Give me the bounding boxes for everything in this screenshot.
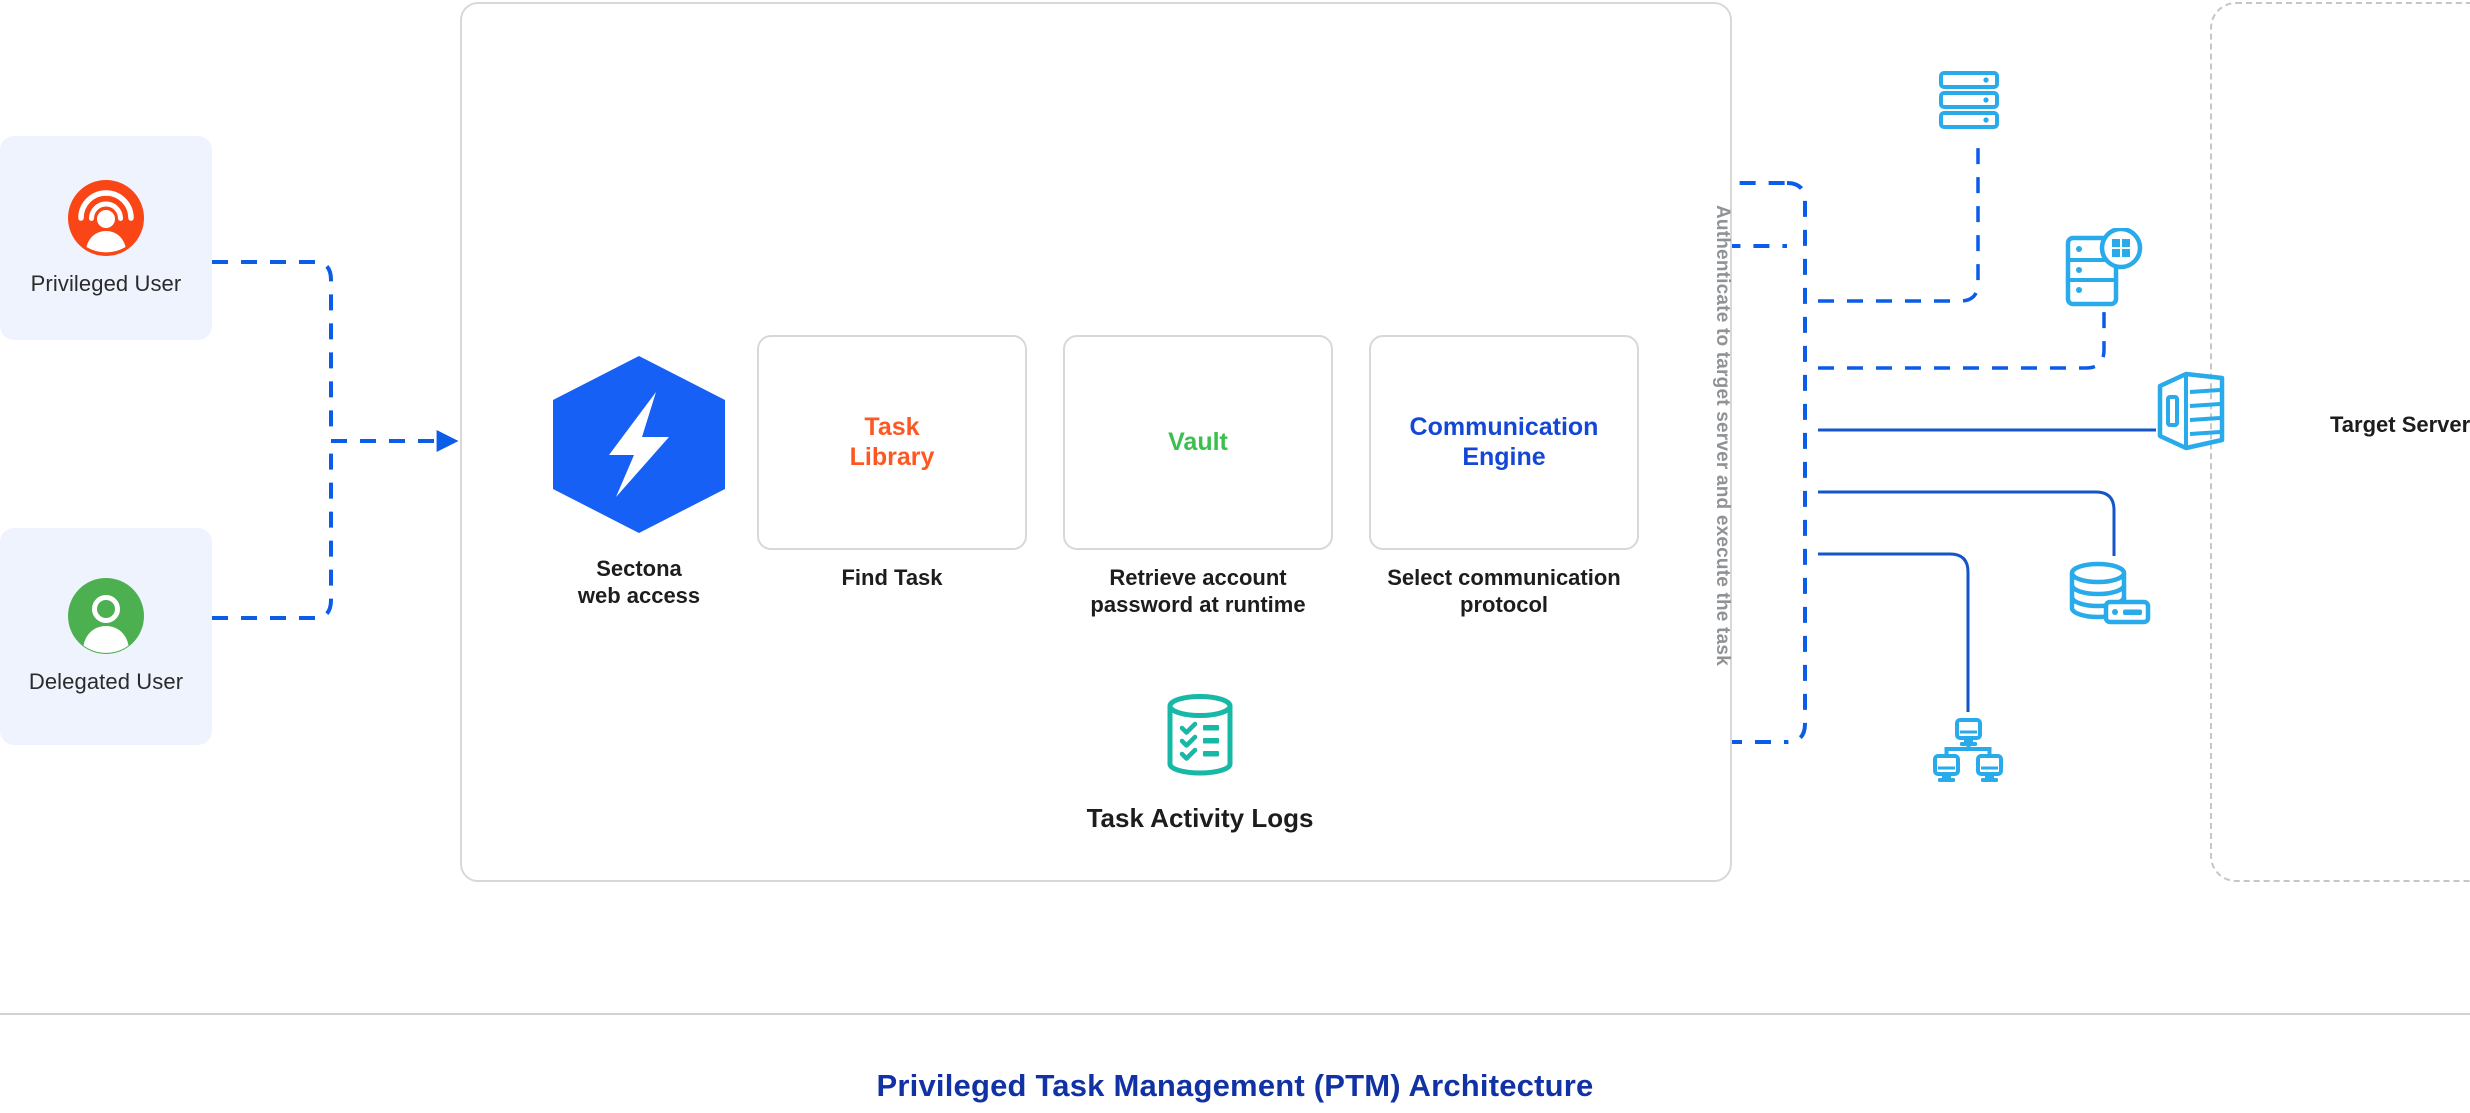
vault-caption-line2: password at runtime bbox=[1090, 591, 1306, 617]
comm-engine-caption-line1: Select communication bbox=[1387, 565, 1621, 590]
communication-engine-title: Communication Engine bbox=[1410, 413, 1599, 472]
sectona-label-line2: web access bbox=[577, 582, 701, 608]
authenticate-pipe-label: Authenticate to target server and execut… bbox=[1712, 205, 1733, 666]
figure-title: Privileged Task Management (PTM) Archite… bbox=[876, 1068, 1594, 1103]
sectona-entry-label: Sectona web access bbox=[545, 556, 733, 610]
database-server-icon bbox=[2068, 560, 2152, 626]
privileged-user-label: Privileged User bbox=[30, 270, 182, 296]
vault-caption-line1: Retrieve account bbox=[1109, 565, 1287, 590]
link-pipe-to-database bbox=[1818, 490, 2116, 556]
flow-privileged-to-bus bbox=[212, 260, 333, 432]
target-server-label: Target Server bbox=[2330, 412, 2470, 437]
step-box-task-library[interactable]: Task Library bbox=[757, 335, 1027, 550]
comm-engine-title-line1: Communication bbox=[1409, 413, 1599, 441]
delegated-user-label: Delegated User bbox=[28, 669, 184, 695]
link-pipe-to-windows bbox=[1818, 312, 2106, 370]
task-activity-logs-label: Task Activity Logs bbox=[1086, 803, 1314, 833]
activity-log-database-icon bbox=[1164, 694, 1236, 782]
auth-pipe bbox=[1786, 181, 1807, 744]
task-library-title: Task Library bbox=[850, 413, 935, 472]
bottom-divider bbox=[0, 1013, 2470, 1015]
step-caption-vault: Retrieve account password at runtime bbox=[1063, 565, 1333, 619]
link-pipe-to-network bbox=[1818, 552, 1970, 712]
task-library-caption-line1: Find Task bbox=[841, 565, 943, 590]
server-tower-icon bbox=[2156, 370, 2226, 452]
task-activity-logs-node[interactable]: Task Activity Logs bbox=[1080, 692, 1320, 834]
sectona-web-access-node[interactable]: Sectona web access bbox=[545, 352, 733, 610]
comm-engine-title-line2: Engine bbox=[1462, 442, 1546, 471]
windows-server-icon bbox=[2064, 226, 2146, 308]
sectona-label-line1: Sectona bbox=[596, 556, 682, 581]
step-box-vault[interactable]: Vault bbox=[1063, 335, 1333, 550]
link-pipe-to-rack bbox=[1818, 140, 1980, 303]
network-topology-icon bbox=[1932, 718, 2004, 784]
vault-title: Vault bbox=[1168, 428, 1228, 458]
target-server-zone bbox=[2210, 2, 2470, 882]
flow-delegated-to-bus bbox=[212, 450, 333, 620]
step-caption-communication-engine: Select communication protocol bbox=[1369, 565, 1639, 619]
sectona-hexagon-logo bbox=[545, 356, 733, 541]
vault-title-line1: Vault bbox=[1168, 427, 1228, 456]
step-caption-task-library: Find Task bbox=[757, 565, 1027, 592]
privileged-user-card[interactable]: Privileged User bbox=[0, 136, 212, 340]
comm-engine-caption-line2: protocol bbox=[1460, 591, 1548, 617]
step-box-communication-engine[interactable]: Communication Engine bbox=[1369, 335, 1639, 550]
delegated-user-card[interactable]: Delegated User bbox=[0, 528, 212, 745]
server-rack-icon bbox=[1938, 70, 2000, 130]
task-library-title-line1: Task bbox=[864, 413, 920, 441]
privileged-user-icon bbox=[67, 179, 145, 257]
delegated-user-icon bbox=[67, 577, 145, 655]
task-library-title-line2: Library bbox=[849, 442, 935, 471]
